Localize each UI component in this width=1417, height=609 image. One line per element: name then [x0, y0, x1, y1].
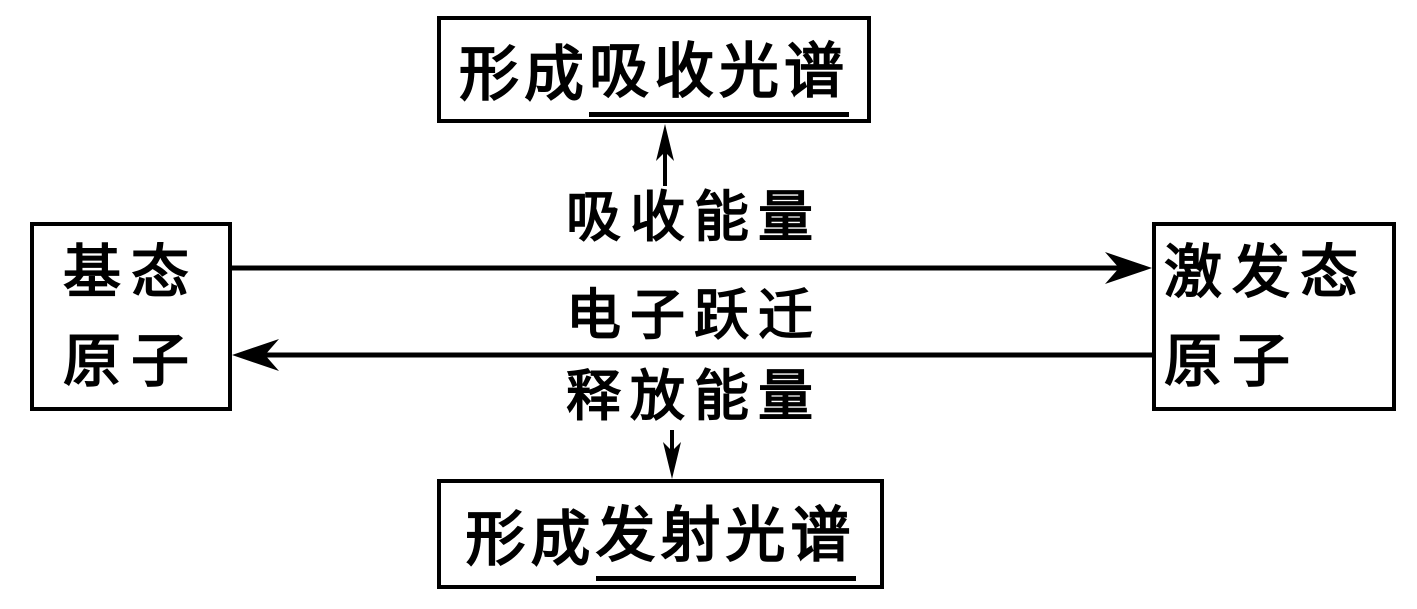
absorption-box-underlined-text: 吸收光谱 [589, 23, 849, 117]
release-arrow-head [232, 339, 279, 371]
emission-box-underlined-text: 发射光谱 [595, 487, 856, 581]
absorb-energy-label: 吸收能量 [565, 184, 823, 249]
absorption-spectrum-box: 形成吸收光谱 [437, 16, 871, 123]
ground-state-line1: 基态 [62, 238, 199, 307]
excited-state-line2: 原子 [1164, 326, 1301, 395]
excited-state-line1: 激发态 [1164, 238, 1369, 307]
to-emission-arrow-head [663, 442, 681, 479]
release-energy-label: 释放能量 [565, 363, 823, 428]
ground-state-line2: 原子 [62, 326, 199, 395]
ground-state-atom-box: 基态 原子 [30, 222, 232, 411]
absorption-box-prefix: 形成 [459, 40, 589, 110]
to-absorption-arrow-head [656, 124, 674, 161]
emission-box-prefix: 形成 [465, 504, 596, 575]
electron-transition-label: 电子跃迁 [565, 282, 823, 347]
emission-spectrum-box: 形成发射光谱 [437, 479, 884, 589]
excited-state-atom-box: 激发态 原子 [1152, 222, 1396, 411]
absorb-arrow-head [1105, 252, 1152, 284]
